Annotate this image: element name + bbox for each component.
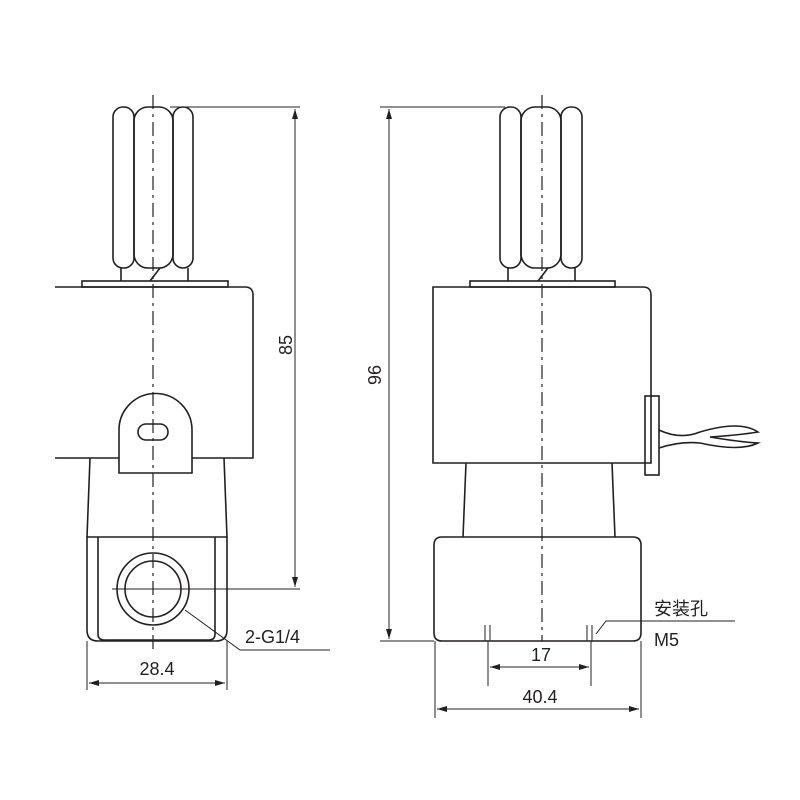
mount-label: 安装孔 bbox=[654, 599, 708, 619]
dim-96-label: 96 bbox=[365, 365, 385, 385]
coil bbox=[432, 286, 652, 464]
terminal-tab bbox=[118, 392, 193, 474]
port-label: 2-G1/4 bbox=[245, 627, 300, 647]
knob bbox=[499, 106, 583, 282]
mount-holes bbox=[484, 625, 593, 641]
body bbox=[462, 462, 616, 538]
wire bbox=[658, 425, 762, 449]
body bbox=[86, 457, 228, 538]
port-leader bbox=[184, 609, 330, 651]
connector bbox=[644, 395, 660, 476]
coil bbox=[55, 286, 254, 459]
mount-thread: M5 bbox=[654, 630, 679, 650]
front-view: 2-G1/4 85 28.4 bbox=[55, 95, 330, 690]
base bbox=[433, 536, 642, 642]
dim-40-4-label: 40.4 bbox=[522, 687, 557, 707]
mount-leader bbox=[595, 620, 735, 635]
dim-85-label: 85 bbox=[276, 335, 296, 355]
dim-17-label: 17 bbox=[531, 645, 551, 665]
plate bbox=[81, 280, 229, 288]
dim-28-4-label: 28.4 bbox=[139, 659, 174, 679]
port-block bbox=[86, 536, 228, 642]
side-view: 96 17 40.4 安装孔 M5 bbox=[365, 95, 762, 718]
